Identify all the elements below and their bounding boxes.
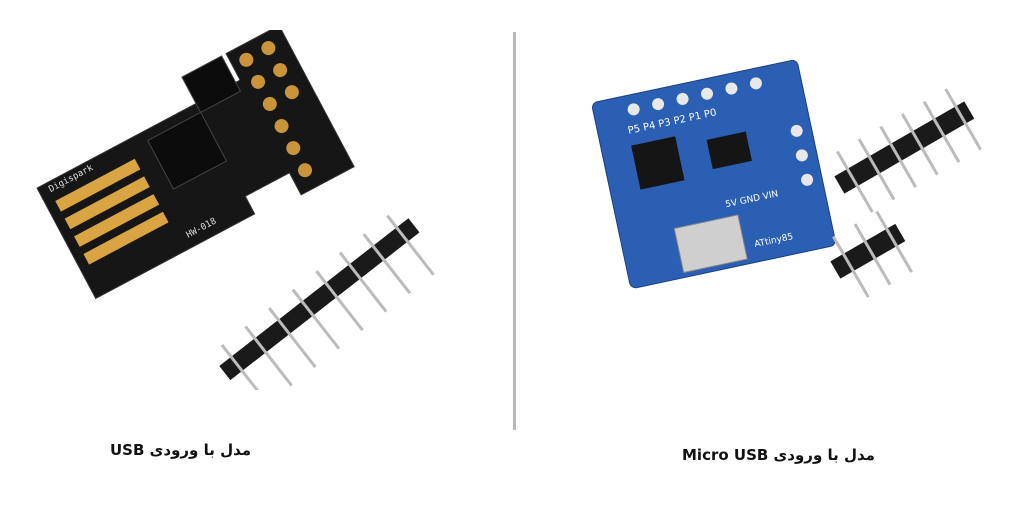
micro-usb-board-photo: P5 P4 P3 P2 P1 P0 5V GND VIN ATtiny85 bbox=[592, 60, 982, 298]
divider bbox=[513, 32, 516, 430]
pin-header bbox=[219, 214, 435, 390]
usb-board-photo: Digispark HW-018 bbox=[36, 30, 435, 390]
pin-header-short bbox=[830, 210, 913, 298]
micro-usb-model-caption: مدل با ورودی Micro USB bbox=[682, 446, 875, 464]
usb-model-caption: مدل با ورودی USB bbox=[110, 441, 252, 459]
pin-header-long bbox=[834, 88, 982, 213]
